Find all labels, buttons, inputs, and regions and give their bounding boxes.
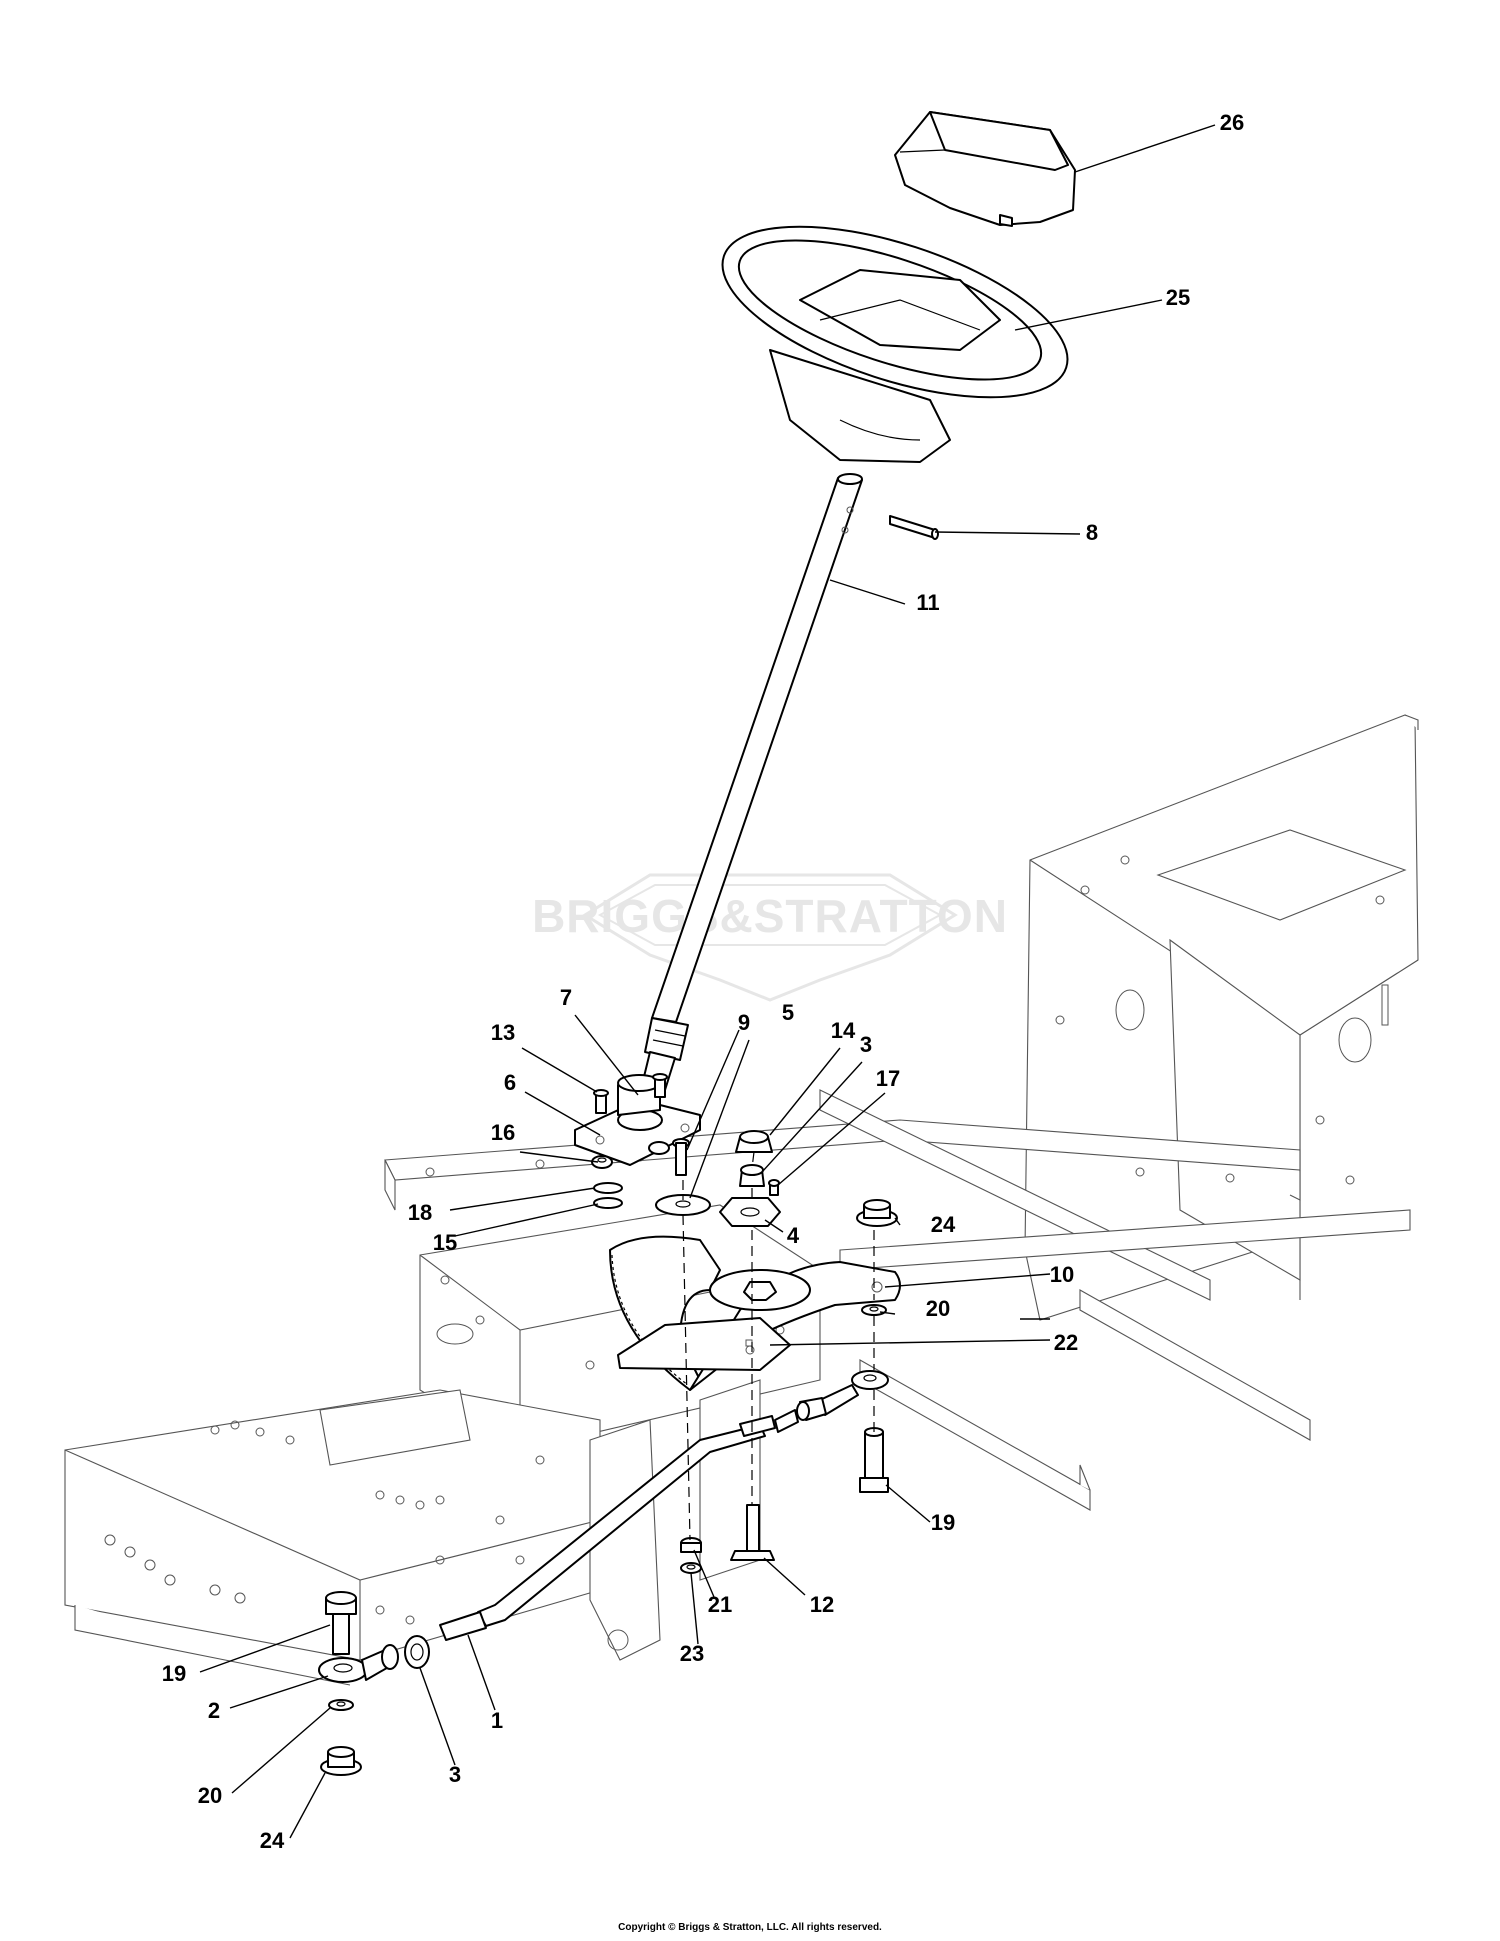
callout-5: 5 [782,1000,794,1025]
callout-14: 14 [831,1018,856,1043]
spacer-3-bottom [404,1635,430,1669]
bolt-19-right [859,1427,889,1493]
callout-26: 26 [1220,110,1244,135]
callout-3-bottom: 3 [449,1762,461,1787]
spacer-3-top [739,1164,765,1187]
callout-2: 2 [208,1698,220,1723]
tie-rod-end-left [318,1644,399,1683]
callout-3-top: 3 [860,1032,872,1057]
washer-23 [680,1562,702,1574]
callout-1: 1 [491,1708,503,1733]
callout-6: 6 [504,1070,516,1095]
carriage-bolt-12 [730,1504,775,1561]
flange-nut-24-top [856,1199,898,1227]
steering-wheel [721,225,1069,463]
assembly-lines [682,1151,875,1541]
sector-gear [609,1235,901,1391]
leader-lines [199,124,1216,1839]
callout-25: 25 [1166,285,1190,310]
grease-fitting [768,1179,780,1196]
washer-20-left [328,1699,354,1711]
watermark-logo: BRIGGS&STRATTON [532,873,1008,1002]
drag-link [439,1415,776,1641]
callout-9: 9 [738,1010,750,1035]
callout-23: 23 [680,1641,704,1666]
callout-11: 11 [916,590,939,615]
front-deck [64,1389,601,1686]
callout-4: 4 [787,1223,800,1248]
flange-nut-24-left [320,1746,362,1776]
callout-12: 12 [810,1592,834,1617]
bolt-19-left [325,1591,357,1655]
callout-labels: 26 25 8 11 7 9 5 14 3 13 17 6 16 18 24 4… [162,110,1244,1853]
hex-washer-4 [719,1197,781,1227]
callout-20-right: 20 [926,1296,950,1321]
callout-18: 18 [408,1200,432,1225]
o-rings [593,1182,623,1209]
callout-16: 16 [491,1120,515,1145]
nut-16 [591,1141,670,1169]
callout-7: 7 [560,985,572,1010]
frame-rails [384,1089,1411,1511]
rear-frame-box [1024,714,1419,1321]
callout-21: 21 [708,1592,732,1617]
washer-20-right [861,1304,887,1316]
callout-19-left: 19 [162,1661,186,1686]
callout-19-right: 19 [931,1510,955,1535]
callout-20-left: 20 [198,1783,222,1808]
steering-wheel-cap [894,111,1076,227]
callout-15: 15 [433,1230,457,1255]
callout-13: 13 [491,1020,515,1045]
bushing-plate [574,1073,701,1166]
callout-10: 10 [1050,1262,1074,1287]
watermark-text: BRIGGS&STRATTON [532,890,1008,942]
copyright-notice: Copyright © Briggs & Stratton, LLC. All … [618,1922,882,1933]
callout-8: 8 [1086,520,1098,545]
nut-21 [680,1537,702,1553]
callout-17: 17 [876,1066,900,1091]
ball-joint-right [774,1370,889,1433]
callout-22: 22 [1054,1330,1078,1355]
steering-shaft [641,473,863,1091]
bolt-9 [672,1138,690,1176]
nut-14 [735,1130,773,1153]
roll-pin [889,515,939,540]
callout-24-left: 24 [260,1828,285,1853]
callout-24-top: 24 [931,1212,956,1237]
